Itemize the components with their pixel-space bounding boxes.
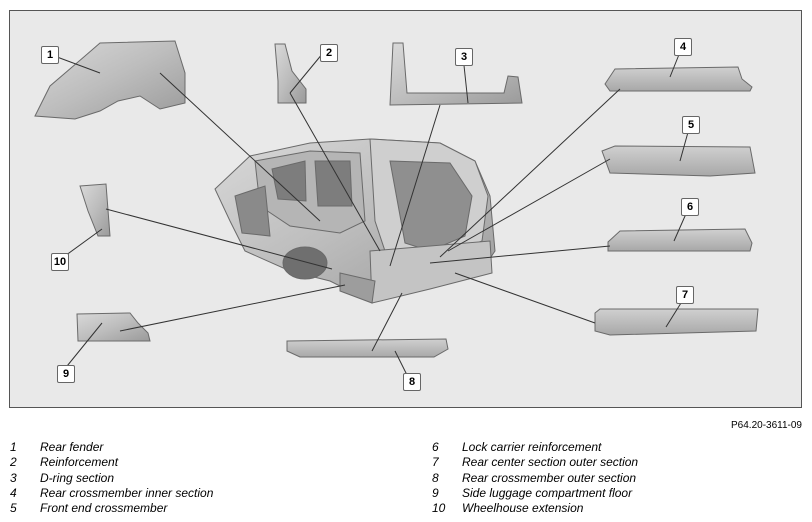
legend-label: Side luggage compartment floor bbox=[462, 485, 633, 500]
legend-label: Front end crossmember bbox=[40, 501, 168, 516]
part-front-end-crossmember bbox=[601, 145, 756, 177]
part-wheelhouse-extension bbox=[79, 183, 111, 237]
callout-7: 7 bbox=[676, 286, 694, 304]
legend-item: 2 Reinforcement bbox=[10, 455, 213, 470]
callout-10: 10 bbox=[51, 253, 69, 271]
legend-number: 10 bbox=[432, 501, 446, 516]
part-rear-fender bbox=[34, 40, 186, 120]
part-reinforcement bbox=[274, 43, 307, 104]
legend-item: 9 Side luggage compartment floor bbox=[432, 486, 638, 501]
legend-label: D-ring section bbox=[40, 470, 115, 485]
callout-5: 5 bbox=[682, 116, 700, 134]
callout-1: 1 bbox=[41, 46, 59, 64]
legend-number: 5 bbox=[10, 501, 17, 516]
legend-label: Rear fender bbox=[40, 440, 104, 454]
legend-item: 4 Rear crossmember inner section bbox=[10, 486, 213, 501]
legend-label: Rear crossmember inner section bbox=[40, 485, 214, 500]
legend-number: 6 bbox=[432, 440, 439, 454]
callout-2: 2 bbox=[320, 44, 338, 62]
legend-number: 4 bbox=[10, 485, 17, 500]
part-rear-crossmember-inner bbox=[604, 66, 753, 92]
callout-8: 8 bbox=[403, 373, 421, 391]
callout-3: 3 bbox=[455, 48, 473, 66]
part-rear-crossmember-outer bbox=[286, 338, 449, 358]
legend-item: 8 Rear crossmember outer section bbox=[432, 471, 638, 486]
legend-number: 2 bbox=[10, 455, 17, 470]
legend-label: Rear crossmember outer section bbox=[462, 470, 637, 485]
legend-item: 10 Wheelhouse extension bbox=[432, 501, 638, 516]
legend-label: Wheelhouse extension bbox=[462, 501, 584, 516]
legend-left-column: 1 Rear fender 2 Reinforcement 3 D-ring sect… bbox=[10, 440, 213, 516]
legend-right-column: 6 Lock carrier reinforcement 7 Rear center… bbox=[432, 440, 638, 516]
legend-item: 3 D-ring section bbox=[10, 471, 213, 486]
legend-item: 7 Rear center section outer section bbox=[432, 455, 638, 470]
legend-number: 8 bbox=[432, 470, 439, 485]
leader-lines bbox=[48, 46, 691, 382]
callout-9: 9 bbox=[57, 365, 75, 383]
legend-item: 1 Rear fender bbox=[10, 440, 213, 455]
legend-number: 7 bbox=[432, 455, 439, 470]
callout-4: 4 bbox=[674, 38, 692, 56]
legend-number: 1 bbox=[10, 440, 17, 454]
diagram-drawing bbox=[34, 40, 759, 382]
figure-reference-code: P64.20-3611-09 bbox=[731, 420, 802, 431]
part-side-luggage-floor bbox=[76, 312, 151, 342]
vehicle-body-shell bbox=[214, 138, 496, 304]
legend-label: Rear center section outer section bbox=[462, 455, 639, 470]
legend-item: 5 Front end crossmember bbox=[10, 501, 213, 516]
callout-6: 6 bbox=[681, 198, 699, 216]
part-rear-center-outer bbox=[594, 308, 759, 336]
exploded-parts-diagram: 1 2 3 4 5 6 7 8 9 10 bbox=[9, 10, 802, 408]
legend-item: 6 Lock carrier reinforcement bbox=[432, 440, 638, 455]
legend-number: 9 bbox=[432, 485, 439, 500]
legend-label: Reinforcement bbox=[40, 455, 119, 470]
part-lock-carrier-reinforcement bbox=[607, 228, 753, 252]
part-d-ring-section bbox=[389, 42, 523, 106]
legend-number: 3 bbox=[10, 470, 17, 485]
legend-label: Lock carrier reinforcement bbox=[462, 440, 602, 454]
